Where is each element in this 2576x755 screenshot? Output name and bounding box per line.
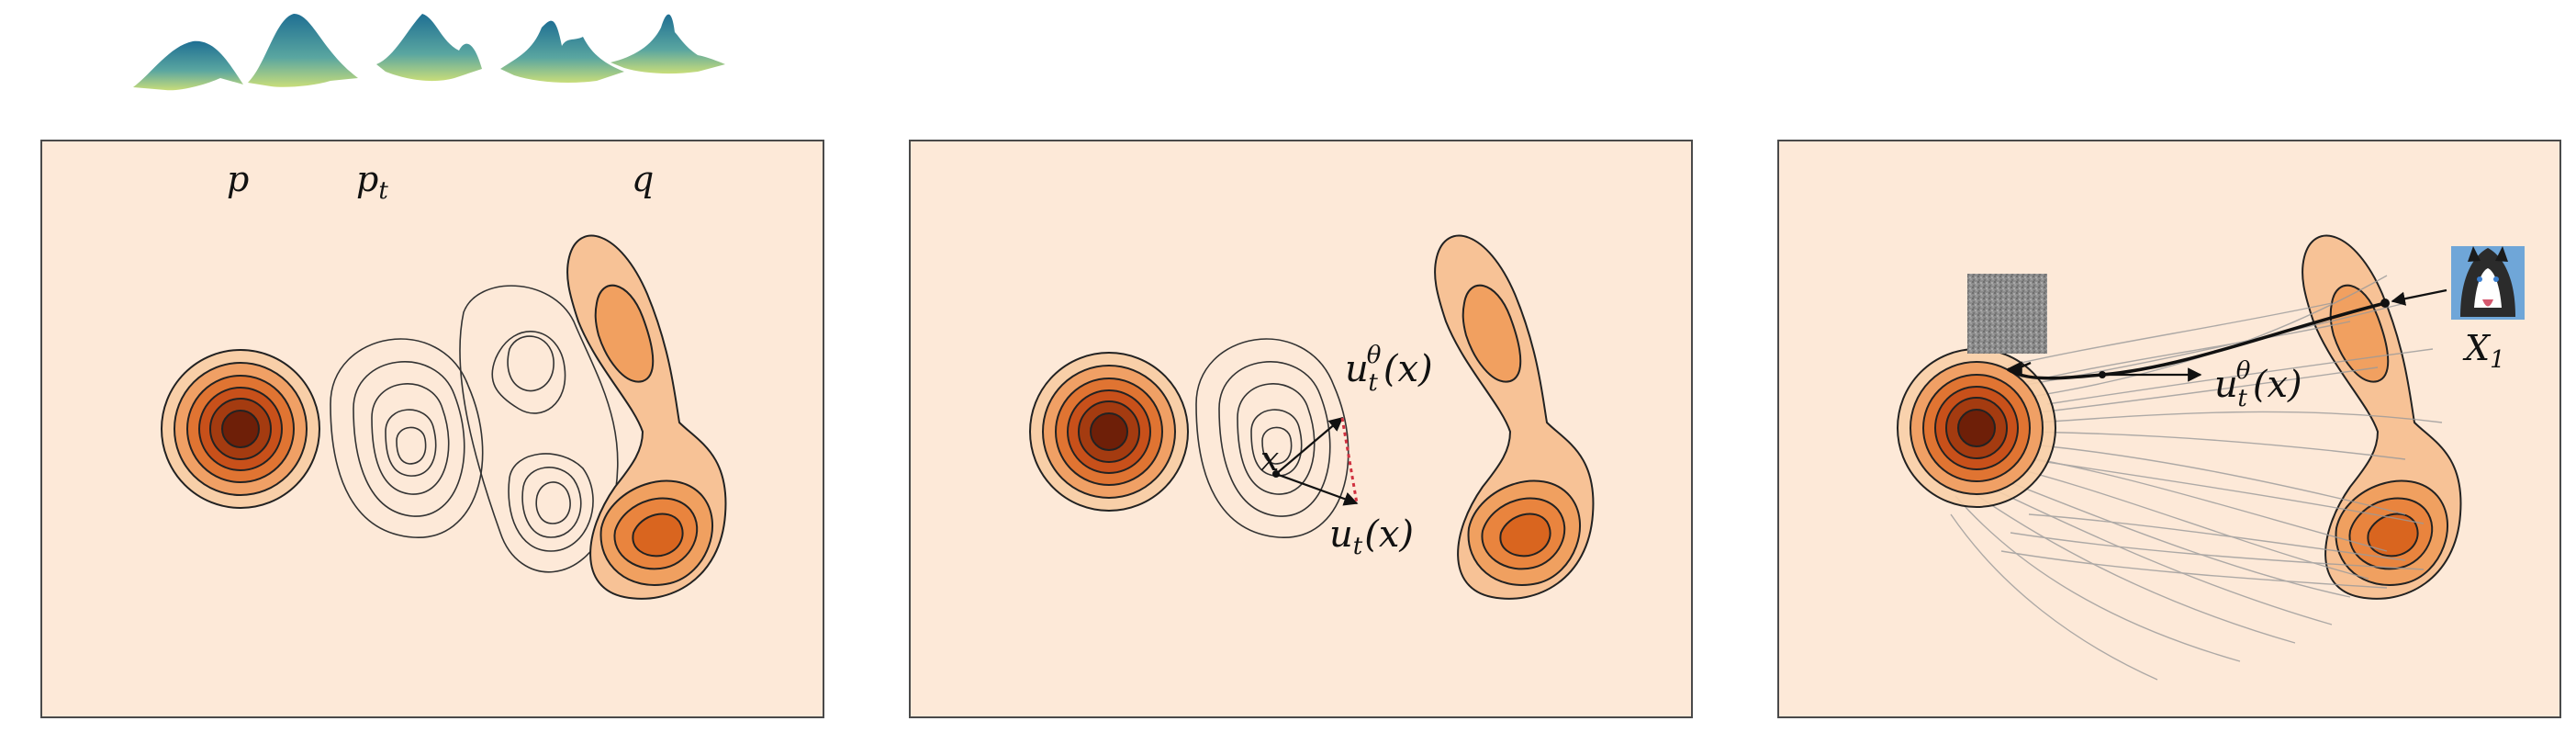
label-pt-base: p (356, 159, 378, 199)
label-sample: X1 (2462, 328, 2505, 374)
source-density-2 (1029, 352, 1189, 512)
label-model-arg-3: (x) (2253, 364, 2302, 406)
label-model-arg: (x) (1383, 348, 1433, 390)
target-density-2 (1434, 234, 1595, 600)
label-p: p (227, 159, 249, 199)
label-target-sub: t (1353, 533, 1363, 560)
surface-1 (133, 40, 243, 91)
label-model-base-3: u (2214, 364, 2238, 406)
sample-path-start-arrow (2006, 361, 2032, 378)
surface-4 (500, 20, 624, 83)
panel-density-path: p pt q (40, 140, 824, 718)
source-density-3 (1897, 348, 2056, 508)
endpoint-marker (2380, 299, 2390, 308)
intermediate-density-3 (1195, 338, 1350, 538)
sample-arrow (2391, 288, 2447, 306)
label-sample-sub: 1 (2490, 346, 2505, 374)
label-model-sup: θ (1367, 342, 1382, 369)
label-sample-base: X (2462, 328, 2492, 368)
noise-image-icon (1967, 274, 2047, 354)
panel-3-frame (1777, 140, 2561, 718)
model-vector-arrow (1275, 417, 1344, 475)
label-target-arg: (x) (1364, 513, 1414, 556)
vector-arrows (1272, 417, 1359, 506)
label-model-sup-3: θ (2236, 357, 2251, 385)
label-pt-sub: t (378, 177, 388, 205)
label-model-sub-3: t (2237, 385, 2247, 412)
label-model-base: u (1345, 348, 1369, 390)
label-q: q (632, 159, 654, 199)
target-density (566, 234, 727, 600)
surface-3 (376, 14, 482, 82)
panel-2-frame (909, 140, 1693, 718)
surface-5 (610, 14, 725, 74)
density-surfaces (133, 14, 725, 91)
intermediate-density-1 (330, 338, 484, 538)
dog-photo-icon (2451, 246, 2525, 320)
label-target-base: u (1329, 513, 1353, 556)
source-density (161, 349, 320, 509)
point-x-marker (1272, 470, 1280, 478)
sample-path (2007, 301, 2386, 380)
panel-1-frame (40, 140, 824, 718)
surface-2 (248, 14, 358, 87)
label-target-field: ut(x) (1329, 513, 1414, 560)
target-vector-arrow (1275, 472, 1359, 506)
label-pt: pt (356, 159, 388, 205)
label-x: x (1260, 441, 1279, 479)
label-model-sub: t (1368, 369, 1378, 397)
